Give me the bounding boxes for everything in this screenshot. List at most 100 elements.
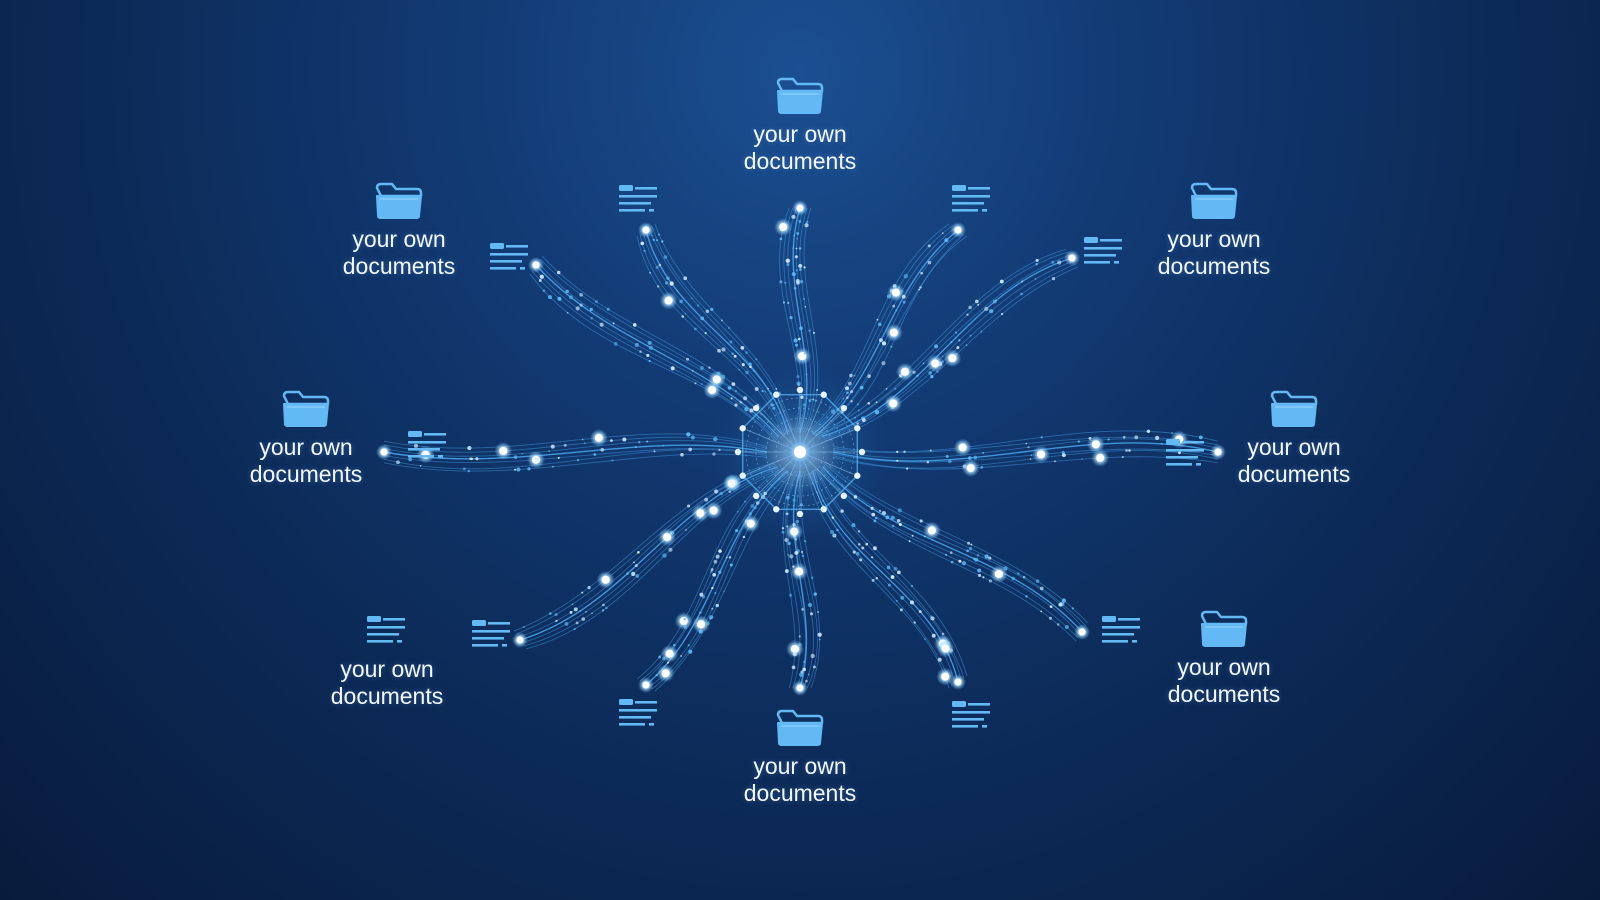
strand-dot <box>612 322 615 325</box>
strand-dot <box>749 365 752 369</box>
strand-dot <box>792 565 795 568</box>
strand-dot <box>755 358 758 361</box>
strand-dot <box>563 443 567 447</box>
strand-dot <box>911 534 914 537</box>
strand-dot <box>897 286 900 289</box>
strand-dot <box>813 592 817 596</box>
strand-dot <box>579 293 583 297</box>
strand-dot <box>870 556 874 559</box>
glow-dot <box>499 446 508 455</box>
strand-dot <box>714 489 719 494</box>
strand-dot <box>782 301 786 304</box>
strand-dot <box>805 220 809 224</box>
glow-dot <box>795 567 804 576</box>
strand-dot <box>1051 276 1056 281</box>
strand-dot <box>903 450 906 453</box>
strand-dot <box>881 510 887 516</box>
strand-dot <box>634 446 637 449</box>
folder-icon <box>375 182 423 219</box>
strand-dot <box>977 303 980 306</box>
strand-dot <box>704 497 709 502</box>
strand-dot <box>590 317 593 320</box>
strand-dot <box>666 276 670 280</box>
strand-dot <box>896 459 899 462</box>
strand-dot <box>976 554 980 557</box>
strand-dot <box>696 304 700 307</box>
strand-dot <box>576 458 580 462</box>
strand-dot <box>685 357 690 361</box>
strand-dot <box>1057 260 1062 265</box>
strand-dot <box>557 297 562 301</box>
core-node <box>752 492 760 500</box>
strand-dot <box>594 300 598 304</box>
node-label: your own documents <box>249 434 363 487</box>
strand-dot <box>729 563 733 567</box>
strand-dot <box>918 288 921 291</box>
strand-dot <box>604 606 608 610</box>
document-icon <box>952 701 990 728</box>
strand-dot <box>662 656 666 661</box>
strand-dot <box>924 638 926 640</box>
endpoint-dot <box>796 684 804 692</box>
strand-dot <box>694 327 697 331</box>
strand-dot <box>794 550 799 555</box>
strand-dot <box>926 460 930 464</box>
folder-icon <box>1200 610 1248 647</box>
strand-dot <box>929 449 932 452</box>
strand-dot <box>613 342 618 346</box>
strand-dot <box>796 237 799 240</box>
strand-dot <box>584 610 587 613</box>
strand-dot <box>799 268 802 271</box>
strand-dot <box>807 602 813 608</box>
strand-dot <box>581 438 584 441</box>
core-node <box>773 506 780 513</box>
endpoint-dot <box>796 204 804 212</box>
strand-dot <box>1077 440 1081 443</box>
strand-dot <box>602 603 605 607</box>
strand-dot <box>721 319 723 322</box>
strand-dot <box>1171 432 1173 434</box>
document-icon <box>490 243 528 270</box>
strand-dot <box>873 519 877 523</box>
strand-dot <box>802 667 806 672</box>
strand-dot <box>906 467 909 470</box>
strand-dot <box>522 625 525 629</box>
strand-dot <box>978 573 982 577</box>
glow-dot <box>779 223 788 232</box>
strand-dot <box>789 554 794 559</box>
strand-dot <box>1177 451 1181 455</box>
strand-dot <box>793 234 796 237</box>
strand-dot <box>936 370 939 373</box>
glow-dot <box>889 399 898 408</box>
strand-dot <box>705 309 710 313</box>
strand-dot <box>974 299 979 304</box>
strand-dot <box>784 281 787 284</box>
strand-dot <box>687 644 690 647</box>
strand-dot <box>633 561 635 564</box>
strand-dot <box>599 322 604 327</box>
strand-dot <box>516 467 521 472</box>
strand-dot <box>886 565 891 570</box>
strand-dot <box>727 385 732 390</box>
strand-dot <box>931 539 934 541</box>
strand-dot <box>569 610 573 614</box>
strand-dot <box>634 564 638 568</box>
strand-dot <box>1017 572 1020 575</box>
strand-dot <box>658 263 662 267</box>
strand-dot <box>1049 605 1053 608</box>
strand-dot <box>804 305 807 308</box>
glow-dot <box>891 288 900 297</box>
strand-dot <box>786 262 790 267</box>
glow-dot <box>941 644 950 653</box>
strand-dot <box>875 401 878 404</box>
strand-dot <box>637 551 640 554</box>
strand-dot <box>984 306 989 312</box>
strand-dot <box>919 286 922 289</box>
strand-dot <box>753 370 756 373</box>
strand-dot <box>681 315 685 318</box>
strand-dot <box>548 295 552 300</box>
glow-dot <box>663 533 672 542</box>
glow-dot <box>790 644 799 653</box>
strand-dot <box>795 343 798 347</box>
strand-dot <box>564 621 569 626</box>
